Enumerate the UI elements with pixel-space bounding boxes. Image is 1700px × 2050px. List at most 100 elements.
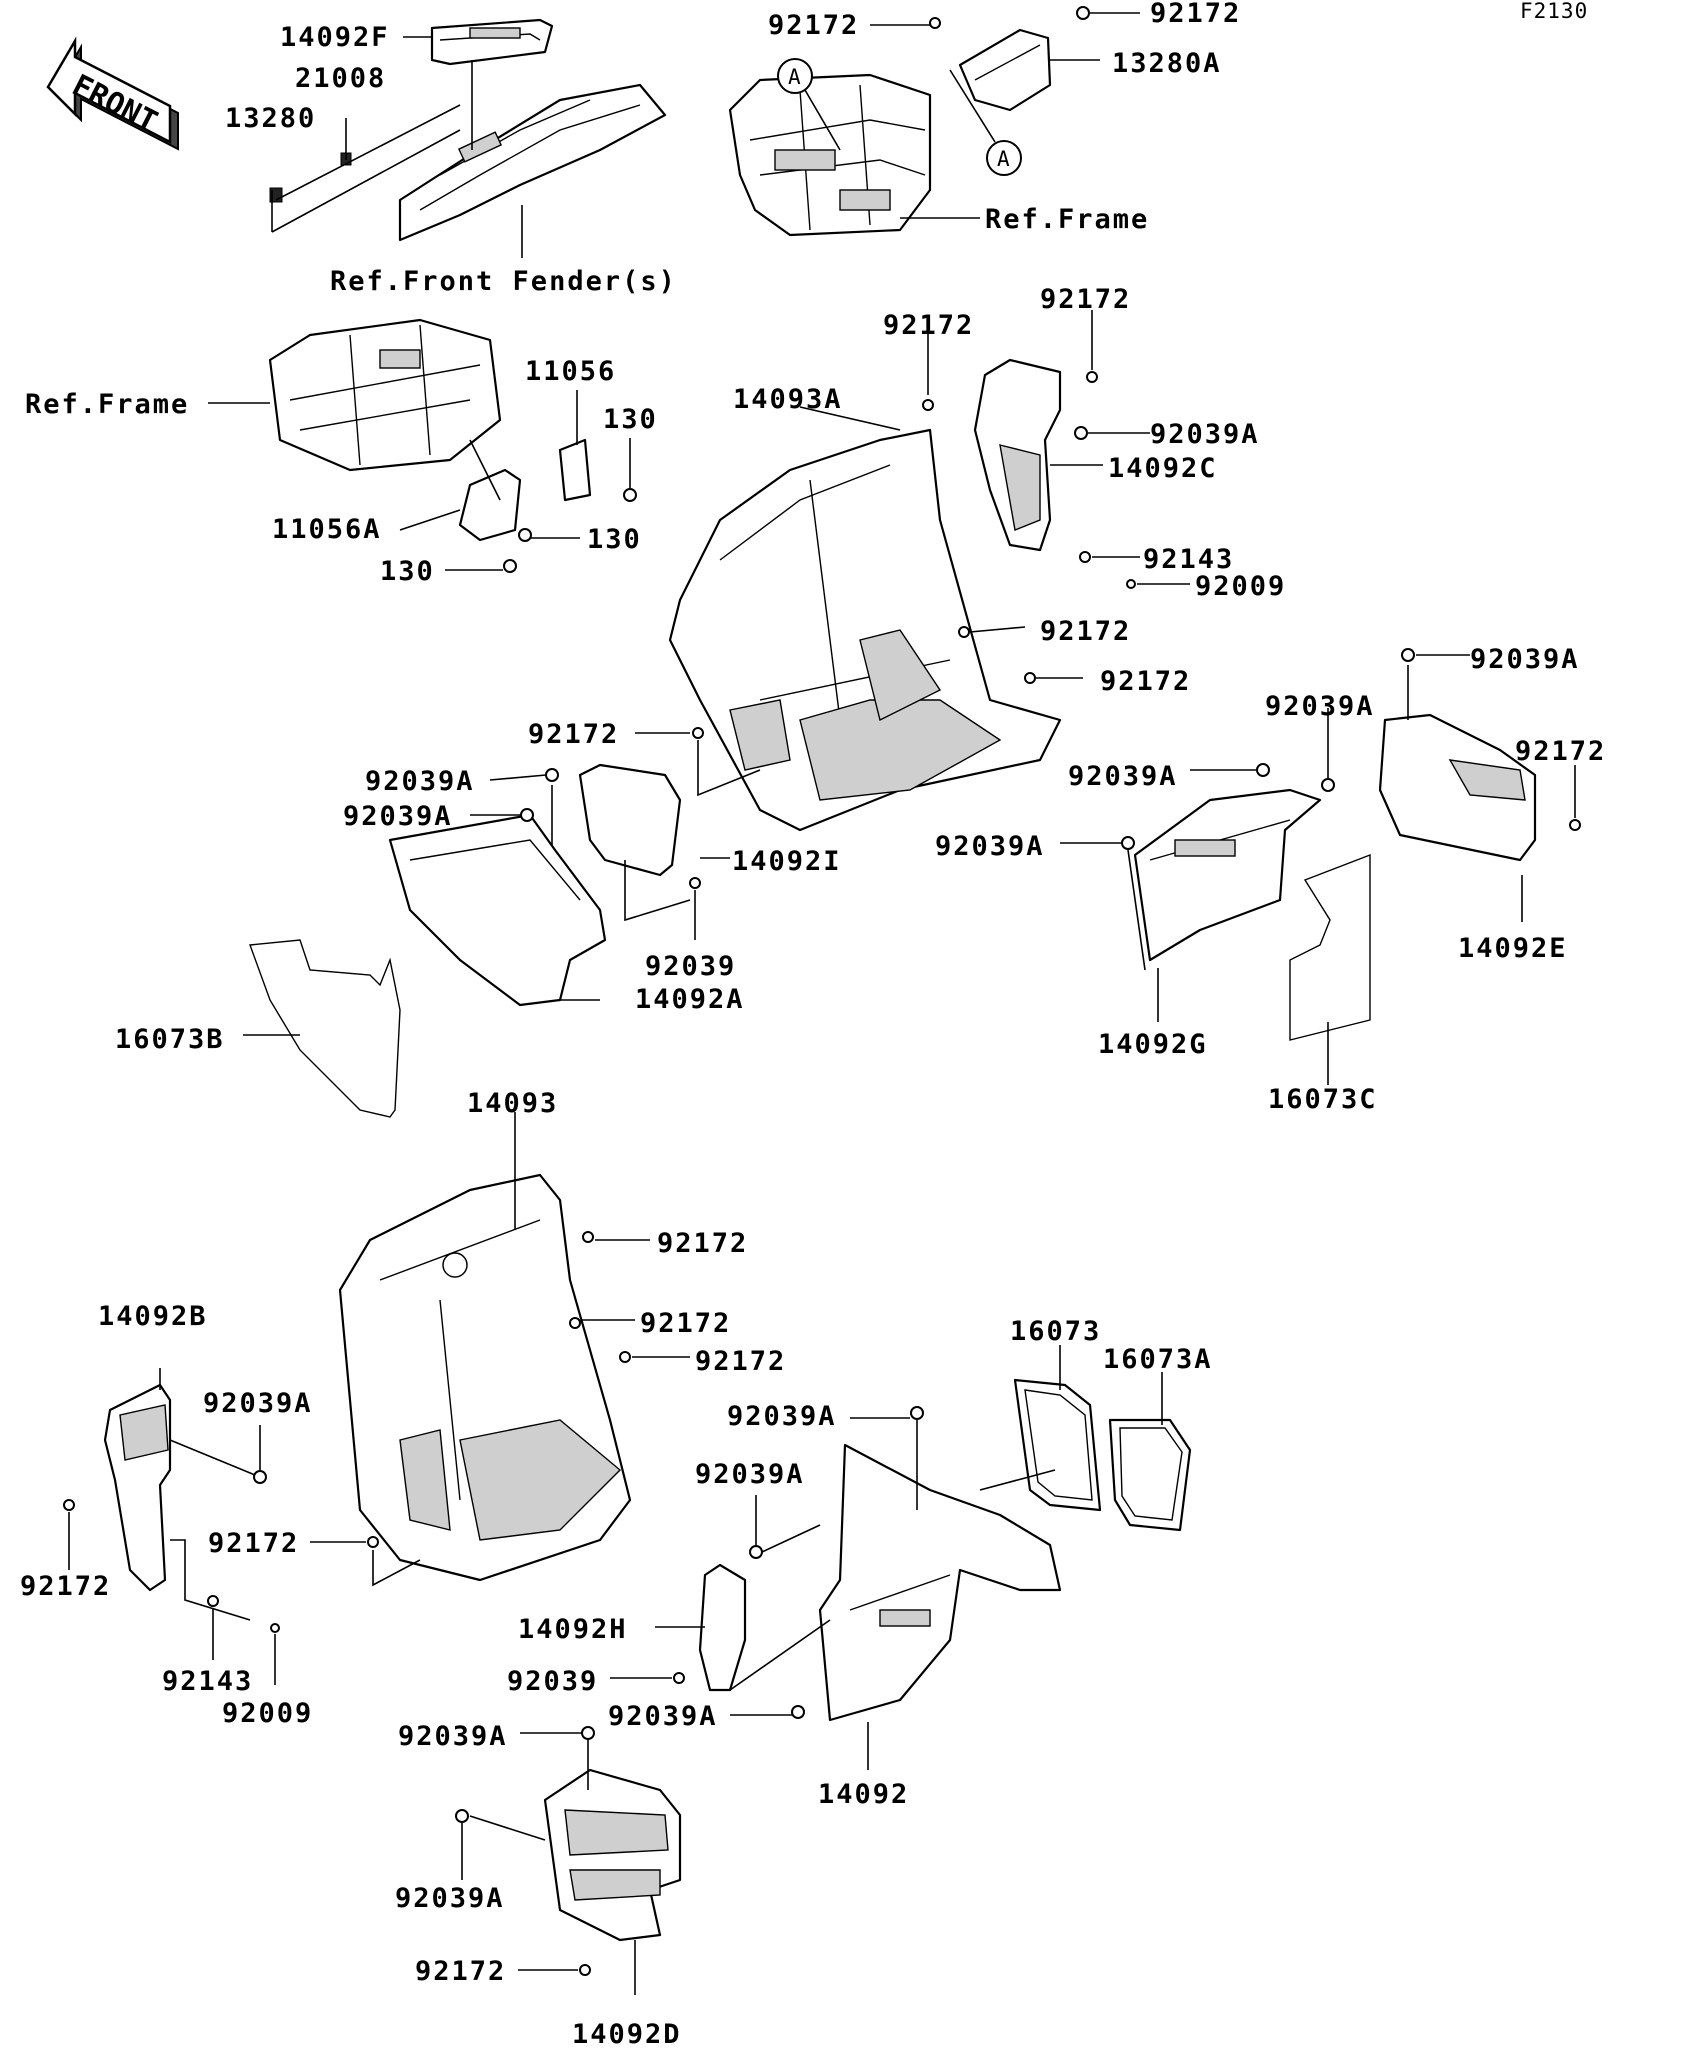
callout-circle-a <box>986 140 1022 176</box>
label-92143: 92143 <box>1143 544 1234 575</box>
label-92172: 92172 <box>1515 736 1606 767</box>
part-14092F <box>430 18 554 66</box>
label-92039A: 92039A <box>1068 761 1178 792</box>
label-92039A: 92039A <box>727 1401 837 1432</box>
part-16073A <box>1108 1418 1192 1532</box>
label-92143: 92143 <box>162 1666 253 1697</box>
label-16073A: 16073A <box>1103 1344 1213 1375</box>
bolt-92172 <box>929 17 941 29</box>
label-130: 130 <box>587 524 642 555</box>
front-fender-panel <box>398 83 667 242</box>
bolt-92039A <box>1121 836 1135 850</box>
bolt-92172 <box>1076 6 1090 20</box>
label-92172: 92172 <box>528 719 619 750</box>
label-92172: 92172 <box>1150 0 1241 29</box>
part-14092G <box>1133 788 1322 962</box>
label-92172: 92172 <box>20 1571 111 1602</box>
bolt-92039A <box>253 1470 267 1484</box>
label-92039: 92039 <box>507 1666 598 1697</box>
bolt-92172 <box>1024 672 1036 684</box>
label-16073B: 16073B <box>115 1024 225 1055</box>
label-92039A: 92039A <box>203 1388 313 1419</box>
nut-92143 <box>207 1595 219 1607</box>
screw-92009 <box>1126 579 1136 589</box>
label-13280: 13280 <box>225 103 316 134</box>
label-ref-front-fender: Ref.Front Fender(s) <box>330 266 677 297</box>
label-92172: 92172 <box>1040 616 1131 647</box>
nut-92143 <box>1079 551 1091 563</box>
bolt-92172 <box>579 1964 591 1976</box>
bolt-92172 <box>922 399 934 411</box>
part-14092D <box>543 1768 682 1942</box>
label-130: 130 <box>603 404 658 435</box>
part-14093 <box>338 1173 632 1582</box>
part-14093A <box>668 428 1062 832</box>
bolt-92039A <box>1256 763 1270 777</box>
bolt-92172 <box>582 1231 594 1243</box>
screw-92039 <box>673 1672 685 1684</box>
label-92039A: 92039A <box>398 1721 508 1752</box>
screw-92009 <box>270 1623 280 1633</box>
label-21008: 21008 <box>295 63 386 94</box>
label-92039A: 92039A <box>365 766 475 797</box>
bolt-92172 <box>619 1351 631 1363</box>
part-11056A <box>458 468 522 542</box>
diagram-code: F2130 <box>1520 0 1588 23</box>
label-92172: 92172 <box>695 1346 786 1377</box>
frame-upper <box>728 73 932 237</box>
label-92039A: 92039A <box>1470 644 1580 675</box>
label-92172: 92172 <box>1040 284 1131 315</box>
label-14092C: 14092C <box>1108 453 1218 484</box>
label-92039A: 92039A <box>608 1701 718 1732</box>
callout-label: A <box>997 147 1011 171</box>
bolt-92039A <box>520 808 534 822</box>
bolt-92172 <box>1086 371 1098 383</box>
bolt-92039A <box>910 1406 924 1420</box>
bolt-92172 <box>63 1499 75 1511</box>
part-labels: 14092F 21008 13280 Ref.Front Fender(s) 9… <box>20 0 1606 2050</box>
part-14092 <box>818 1443 1062 1722</box>
label-13280A: 13280A <box>1112 48 1222 79</box>
bolt-92172 <box>958 626 970 638</box>
label-14092H: 14092H <box>518 1614 628 1645</box>
label-92172: 92172 <box>1100 666 1191 697</box>
bolt-92039A <box>1321 778 1335 792</box>
bolt-92039A <box>749 1545 763 1559</box>
bolt-92039A <box>791 1705 805 1719</box>
frame-middle <box>268 318 502 472</box>
bolt-92039A <box>581 1726 595 1740</box>
label-92039A: 92039A <box>395 1883 505 1914</box>
part-16073B <box>249 939 401 1118</box>
bolt-92039A <box>1074 426 1088 440</box>
bolt-130 <box>518 528 532 542</box>
label-14093A: 14093A <box>733 384 843 415</box>
label-92172: 92172 <box>883 310 974 341</box>
part-14092E <box>1378 713 1537 862</box>
label-14092E: 14092E <box>1458 933 1568 964</box>
part-14092B <box>103 1383 172 1592</box>
label-130: 130 <box>380 556 435 587</box>
part-13280A <box>958 28 1052 112</box>
label-14092D: 14092D <box>572 2019 682 2050</box>
label-92009: 92009 <box>222 1698 313 1729</box>
label-14092: 14092 <box>818 1779 909 1810</box>
label-92172: 92172 <box>768 10 859 41</box>
part-11056 <box>558 438 592 502</box>
label-14092A: 14092A <box>635 984 745 1015</box>
label-92039A: 92039A <box>1265 691 1375 722</box>
label-92172: 92172 <box>208 1528 299 1559</box>
label-92172: 92172 <box>415 1956 506 1987</box>
bolt-92172 <box>1569 819 1581 831</box>
callout-label: A <box>788 65 802 89</box>
label-92172: 92172 <box>657 1228 748 1259</box>
label-14092F: 14092F <box>280 22 390 53</box>
label-11056: 11056 <box>525 356 616 387</box>
bolt-92172 <box>367 1536 379 1548</box>
screw-92039 <box>689 877 701 889</box>
label-14092I: 14092I <box>732 846 842 877</box>
part-14092I <box>578 763 682 877</box>
label-16073: 16073 <box>1010 1316 1101 1347</box>
label-92039: 92039 <box>645 951 736 982</box>
bolt-92039A <box>455 1809 469 1823</box>
